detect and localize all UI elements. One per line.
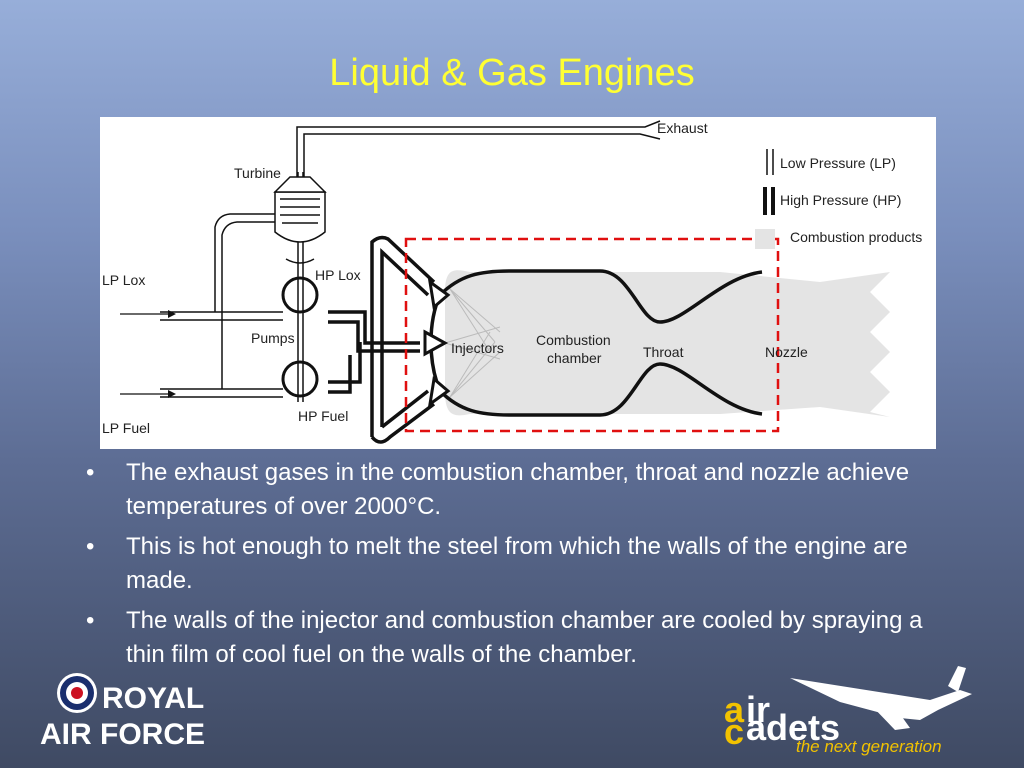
pumps <box>281 276 319 398</box>
lp-lines <box>120 213 283 398</box>
raf-logo-line1: ROYAL <box>102 682 204 715</box>
label-exhaust: Exhaust <box>657 120 708 136</box>
injector-heads <box>423 278 451 408</box>
bullet-item: • The walls of the injector and combusti… <box>86 604 966 672</box>
bullet-marker: • <box>86 459 95 486</box>
bullet-text: This is hot enough to melt the steel fro… <box>126 533 908 594</box>
exhaust-pipe <box>296 120 661 177</box>
slide-title: Liquid & Gas Engines <box>329 52 695 94</box>
label-combustion-line1: Combustion <box>536 332 611 348</box>
label-hp-lox: HP Lox <box>315 267 361 283</box>
label-combustion-line2: chamber <box>547 350 602 366</box>
cadets-tagline: the next generation <box>796 737 942 756</box>
bullet-list: • The exhaust gases in the combustion ch… <box>86 456 966 678</box>
hp-manifold <box>328 235 436 444</box>
cadets-letter-c: c <box>724 711 744 752</box>
engine-diagram-svg: Exhaust Turbine LP Lox HP Lox Pumps HP F… <box>102 120 922 444</box>
injector-spray <box>444 288 501 398</box>
raf-logo-line2: AIR FORCE <box>40 718 205 751</box>
engine-diagram: Exhaust Turbine LP Lox HP Lox Pumps HP F… <box>100 117 936 449</box>
label-lp-fuel: LP Fuel <box>102 420 150 436</box>
label-lp-lox: LP Lox <box>102 272 145 288</box>
legend-combustion-swatch <box>755 229 775 249</box>
raf-logo: ROYAL AIR FORCE <box>40 673 205 751</box>
label-hp-fuel: HP Fuel <box>298 408 348 424</box>
bullet-text: The exhaust gases in the combustion cham… <box>126 459 910 520</box>
label-throat: Throat <box>643 344 684 360</box>
aircraft-icon <box>790 666 972 730</box>
highlight-box <box>404 237 780 433</box>
turbine <box>273 176 327 243</box>
legend-hp-mark <box>763 187 775 215</box>
label-nozzle: Nozzle <box>765 344 808 360</box>
cadets-word-air-rest: ir <box>746 689 770 730</box>
label-pumps: Pumps <box>251 330 295 346</box>
legend-lp-mark <box>766 149 774 175</box>
bullet-item: • The exhaust gases in the combustion ch… <box>86 456 966 524</box>
air-cadets-logo: a ir c adets the next generation <box>724 666 972 756</box>
inlet-arrows <box>168 310 176 398</box>
bullet-marker: • <box>86 533 95 560</box>
bullet-marker: • <box>86 607 95 634</box>
bullet-item: • This is hot enough to melt the steel f… <box>86 530 966 598</box>
cadets-word-adets: adets <box>746 707 840 748</box>
label-turbine: Turbine <box>234 165 281 181</box>
bullet-text: The walls of the injector and combustion… <box>126 607 923 668</box>
legend-low-pressure: Low Pressure (LP) <box>780 155 896 171</box>
cadets-letter-a: a <box>724 689 745 730</box>
legend-high-pressure: High Pressure (HP) <box>780 192 901 208</box>
label-injectors: Injectors <box>451 340 504 356</box>
legend-combustion-products: Combustion products <box>790 229 922 245</box>
